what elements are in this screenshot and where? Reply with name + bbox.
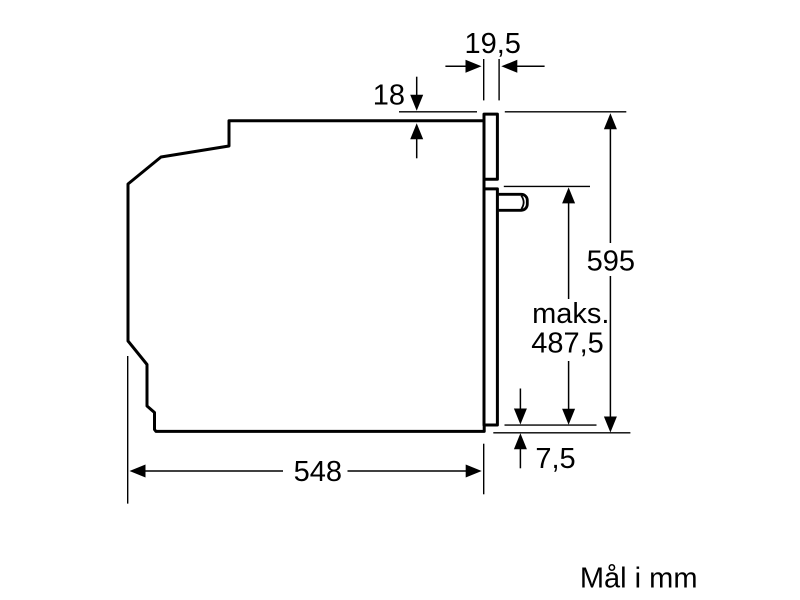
svg-text:595: 595 — [587, 246, 635, 278]
svg-text:548: 548 — [294, 456, 342, 488]
svg-text:7,5: 7,5 — [535, 443, 575, 475]
svg-text:Mål i mm: Mål i mm — [580, 563, 698, 595]
svg-text:487,5: 487,5 — [531, 327, 604, 359]
svg-text:19,5: 19,5 — [464, 28, 520, 60]
svg-text:maks.: maks. — [532, 298, 609, 330]
svg-text:18: 18 — [373, 79, 405, 111]
